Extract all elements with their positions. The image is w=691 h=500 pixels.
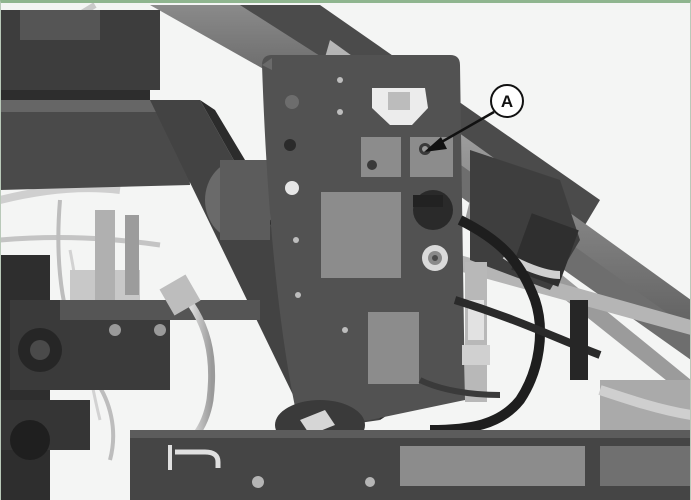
top-left-bracket bbox=[0, 10, 160, 100]
left-lower-machinery bbox=[0, 210, 260, 500]
callout-a-circle bbox=[490, 84, 524, 118]
mounting-plate bbox=[262, 55, 465, 430]
callout-a-label: A bbox=[501, 92, 513, 111]
hydraulic-cylinder bbox=[470, 150, 580, 290]
bottom-beam bbox=[130, 430, 691, 500]
hose-fittings bbox=[418, 215, 691, 440]
background-cylinder bbox=[205, 160, 275, 240]
callout-a: A bbox=[424, 84, 524, 152]
callout-a-arrowhead-icon bbox=[424, 137, 447, 152]
